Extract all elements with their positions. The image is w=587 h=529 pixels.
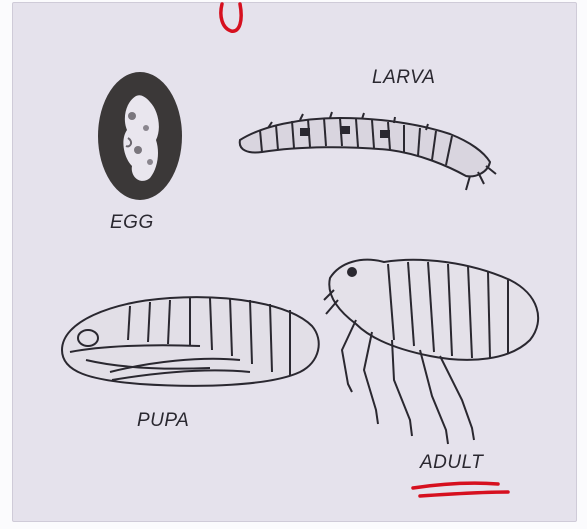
life-cycle-panel (12, 2, 577, 522)
larva-label: LARVA (372, 67, 435, 89)
egg-label: EGG (110, 212, 154, 234)
pupa-label: PUPA (137, 410, 189, 432)
adult-label: ADULT (420, 452, 483, 474)
